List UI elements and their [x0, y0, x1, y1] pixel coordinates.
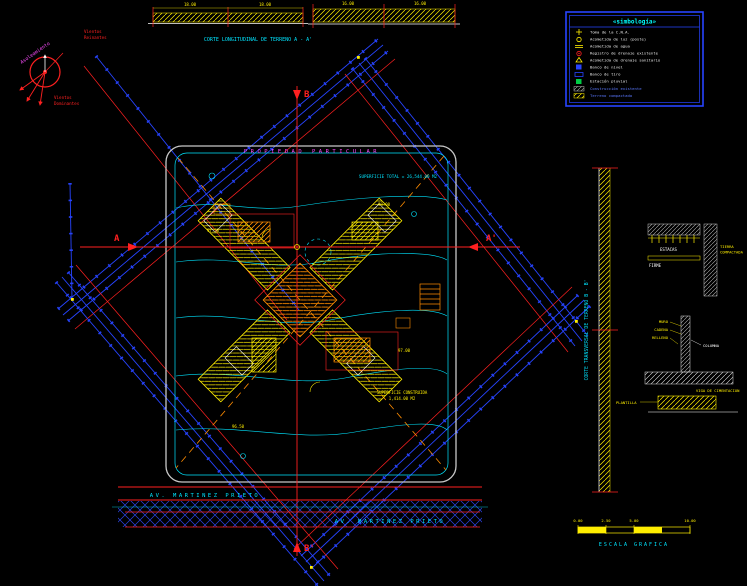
corte-transversal-label: CORTE TRANSVERSAL DE TERRENO B - B': [584, 279, 590, 380]
vertex-markers: [71, 56, 578, 569]
section-strip-transversal: CORTE TRANSVERSAL DE TERRENO B - B': [584, 167, 618, 493]
plan-labels: PROPIEDAD PARTICULAR SUPERFICIE TOTAL = …: [207, 149, 438, 429]
street-label-2: AV. MARTINEZ PRIETO: [335, 519, 445, 525]
legend-row-label: Acometida de luz (poste): [590, 37, 646, 42]
axis-label-b: B: [304, 90, 310, 100]
legend-row-label: Acometida de drenaje sanitario: [590, 58, 661, 63]
legend-row-label: Terreno compactado: [590, 93, 633, 98]
legend-symbol-grey-hatch: [573, 86, 585, 92]
legend-symbol-yellow-hatch: [573, 93, 585, 99]
building-cluster: [197, 197, 441, 403]
strip2-dim: 16.00: [342, 1, 355, 6]
corte-longitudinal-label: CORTE LONGITUDINAL DE TERRENO A - A': [204, 37, 312, 43]
muro-label: MURO: [659, 319, 669, 324]
vientos-dominantes-label-2: Dominantes: [54, 101, 80, 106]
stair-symbol: [419, 283, 441, 311]
superficie-construida-label-1: SUPERFICIE CONSTRUIDA: [377, 390, 428, 395]
parcel-top-label: PROPIEDAD PARTICULAR: [244, 149, 380, 155]
tierra-compactada-label-1: TIERRA: [720, 244, 734, 249]
legend-symbol-blue-rect: [574, 72, 584, 77]
legend-symbol-yellow-cross: [576, 29, 582, 35]
scale-number: 10.00: [684, 518, 696, 523]
legend-symbol-blue-square: [576, 64, 582, 70]
detail-cimentacion: MURO CADENA RELLENO COLUMNA VIGA DE CIME…: [616, 315, 740, 413]
section-strip-longitudinal-2: 16.00 16.00: [308, 1, 460, 28]
elevation-label: 96.50: [232, 424, 245, 429]
superficie-construida-label-2: 1,414.00 M2: [389, 396, 416, 401]
strip1-dim: 18.00: [259, 2, 272, 7]
elevation-label: 97.00: [398, 348, 411, 353]
legend-row-label: Banco de nivel: [590, 65, 623, 70]
legend-symbol-green-square: [576, 79, 582, 84]
legend-row-label: Acometida de agua: [590, 44, 630, 49]
streets: AV. MARTINEZ PRIETO AV. MARTINEZ PRIETO: [112, 486, 488, 528]
legend-symbol-yellow-lines: [575, 45, 583, 48]
axis-label-a: A: [114, 234, 120, 244]
section-strip-longitudinal-1: 18.00 18.00 CORTE LONGITUDINAL DE TERREN…: [148, 2, 312, 43]
viga-cimentacion-label: VIGA DE CIMENTACION: [696, 388, 740, 393]
plantilla-label: PLANTILLA: [616, 400, 637, 405]
legend-row-label: Estación pluvial: [590, 79, 627, 84]
legend-row-label: Banco de tiro: [590, 72, 621, 77]
section-axes: A A' B B': [80, 86, 520, 556]
estacas-label: ESTACAS: [660, 247, 677, 252]
strip2-dim: 16.00: [414, 1, 427, 6]
legend-symbol-yellow-triangle: [575, 56, 583, 63]
asoleamiento-label: Asoleamiento: [20, 41, 52, 66]
legend-box: «simbología» Toma de la C.N.A. Acometida…: [565, 11, 704, 107]
relleno-label: RELLENO: [652, 335, 669, 340]
strip1-dim: 18.00: [184, 2, 197, 7]
firme-label: FIRME: [649, 263, 662, 268]
elevation-label: 97.50: [207, 228, 220, 233]
legend-symbol-yellow-circle: [576, 36, 582, 43]
parcel-outline: [165, 145, 457, 483]
axis-label-b-prime: B': [304, 544, 315, 554]
vientos-reinantes-label-2: Reinantes: [84, 35, 107, 40]
vientos-reinantes-label-1: Vientos: [84, 29, 102, 34]
scale-number: 5.00: [629, 518, 639, 523]
axis-label-a-prime: A': [486, 234, 497, 244]
superficie-total-label: SUPERFICIE TOTAL = 26,544.00 M2: [359, 174, 438, 179]
legend-title: «simbología»: [613, 19, 657, 26]
escala-grafica-label: ESCALA GRAFICA: [599, 542, 669, 548]
detail-firme-estacas: ESTACAS FIRME TIERRA COMPACTADA: [647, 223, 744, 297]
columna-label: COLUMNA: [703, 343, 720, 348]
elevation-label: 98.00: [378, 202, 391, 207]
compass-rose: Asoleamiento Vientos Reinantes Vientos D…: [19, 29, 107, 106]
legend-row-label: Registro de drenaje existente: [590, 51, 659, 56]
graphic-scale: 0.00 2.50 5.00 10.00 ESCALA GRAFICA: [573, 518, 696, 548]
legend-symbol-red-circle: [576, 50, 582, 57]
scale-number: 0.00: [573, 518, 583, 523]
legend-row-label: Toma de la C.N.A.: [590, 30, 630, 35]
scale-number: 2.50: [601, 518, 611, 523]
vientos-dominantes-label-1: Vientos: [54, 95, 72, 100]
tierra-compactada-label-2: COMPACTADA: [720, 250, 744, 255]
cadena-label: CADENA: [654, 327, 668, 332]
legend-row-label: Construcción existente: [590, 86, 642, 91]
street-label-1: AV. MARTINEZ PRIETO: [150, 493, 260, 499]
